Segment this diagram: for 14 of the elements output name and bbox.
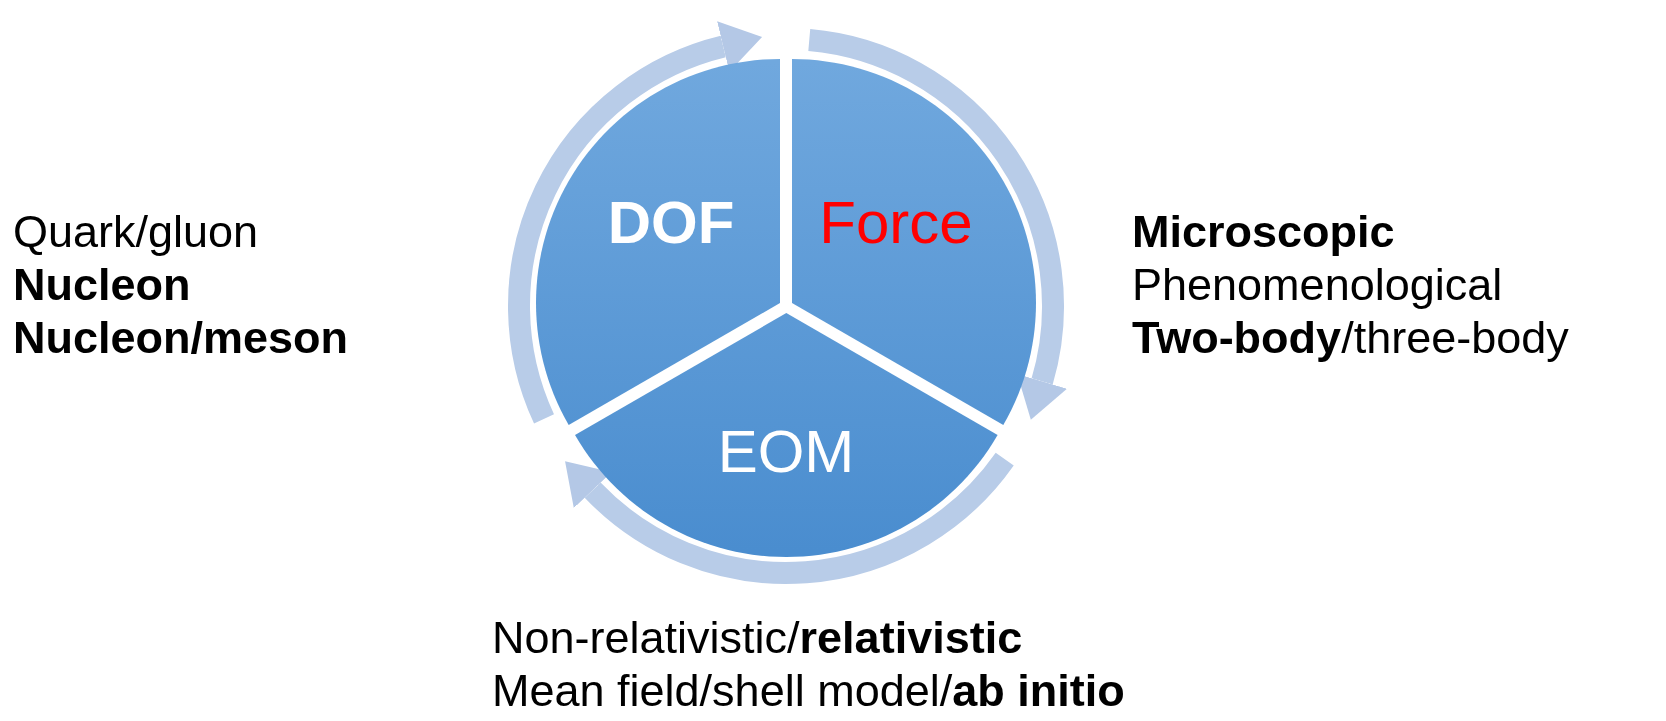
description-text: Quark/gluon — [13, 206, 259, 258]
curved-arrow — [807, 29, 1068, 421]
description-text: Non-relativistic/relativistic — [492, 612, 1023, 664]
description-text: Phenomenological — [1132, 259, 1503, 311]
sector-label: EOM — [717, 422, 855, 482]
curved-arrow — [508, 21, 762, 423]
sector-label: DOF — [607, 193, 735, 253]
description-text: Nucleon/meson — [13, 312, 349, 364]
description-text: Microscopic — [1132, 206, 1395, 258]
description-text: Nucleon — [13, 259, 191, 311]
sector-label: Force — [819, 193, 973, 253]
description-text: Mean field/shell model/ab initio — [492, 665, 1125, 717]
curved-arrow — [563, 452, 1014, 584]
description-text: Two-body/three-body — [1132, 312, 1569, 364]
